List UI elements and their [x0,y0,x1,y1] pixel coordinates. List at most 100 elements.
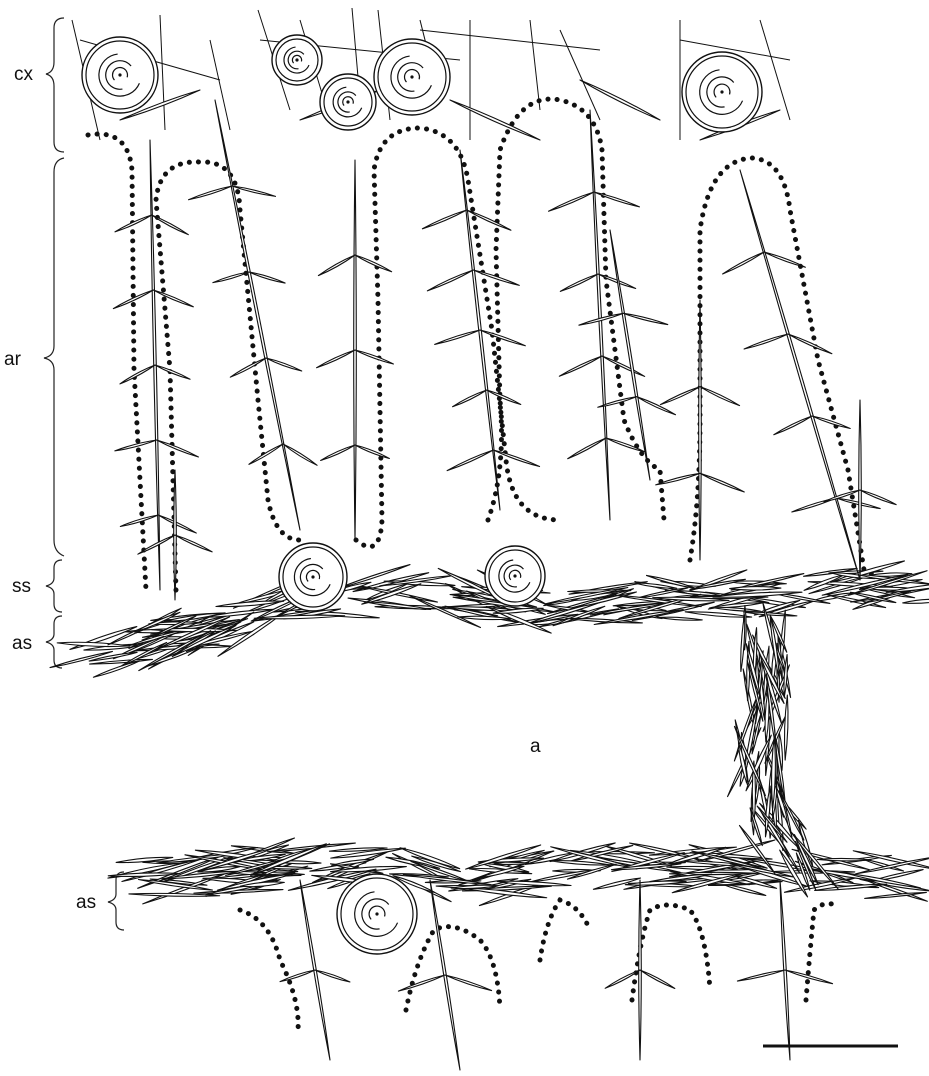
radial-spicule-ray [157,440,199,457]
radial-spicule-ray [249,444,283,464]
radial-spicule-ray [120,515,158,526]
canal-outline-5 [690,158,886,580]
brace-icon [46,560,62,612]
label-as-lower-group: as [76,872,124,930]
radial-spicule-ray [213,272,249,283]
canal-outline-7 [406,927,500,1010]
radial-spicule-ray [660,387,700,405]
radial-spicule-ray [189,186,232,200]
radial-spicule-ray [435,330,480,344]
spicule-section-center [311,575,314,578]
radial-spicule-ray [153,290,193,307]
radial-spicule-ray [700,473,744,492]
radial-spicule-shaft [590,110,610,520]
atrial-spicule [685,612,751,617]
spicule-section [272,35,322,85]
radial-spicule-ray [427,270,473,291]
spicule-section [485,546,545,606]
radial-spicule-ray [120,365,155,384]
cortical-spicule [560,30,600,120]
brace-icon [46,18,64,152]
spicule-section-center [375,912,378,915]
radial-spicule-ray [266,358,302,371]
brace-icon [46,616,62,668]
brace-icon [108,872,124,930]
radial-spicule-ray [836,498,880,509]
radial-spicule-ray [355,350,393,364]
cortical-spicule [450,100,540,140]
radial-spicule-ray [640,970,675,988]
atrial-spicule [817,858,871,860]
label-ss-group: ss [12,560,62,612]
radial-spicule-ray [656,473,700,485]
radial-spicule-ray [723,252,764,274]
radial-spicule-ray [318,255,355,276]
radial-spicule-ray [355,445,389,458]
spicule-section-center [118,73,121,76]
spicule-section-center [720,90,723,93]
radial-spicule-ray [700,387,740,406]
spicule-section-center [295,58,298,61]
radial-spicule-shaft [740,170,860,580]
radial-spicule-ray [315,970,350,982]
label-as-upper-group: as [12,616,62,668]
spicule-section-center [513,574,516,577]
radial-spicule-ray [623,313,667,324]
label-cx-group: cx [14,18,64,152]
radial-spicule-ray [453,390,487,407]
label-ar: ar [4,349,22,370]
label-ss: ss [12,576,31,597]
radial-spicule-ray [155,365,190,379]
radial-spicule-shaft [699,300,702,560]
radial-spicule-ray [447,450,493,471]
radial-spicule-ray [480,330,525,346]
radial-spicule-ray [175,535,212,552]
spicule-section [320,74,376,130]
label-as-upper: as [12,633,32,654]
radial-spicule-ray [249,272,285,283]
radial-spicule-shaft [215,100,300,530]
radial-spicule-ray [283,444,317,465]
radial-spicule-ray [568,438,606,459]
radial-spicule-ray [774,416,812,435]
atrial-spicule [658,617,702,620]
cortical-spicule [580,80,660,120]
radial-spicule-ray [594,192,639,207]
canal-outline-10 [806,904,840,1000]
atrial-skeleton-right-wall [728,603,839,897]
label-cx: cx [14,64,34,85]
radial-spicule-ray [487,390,521,404]
spicule-section-center [346,100,349,103]
atrial-spicule [741,615,745,672]
radial-spicule-ray [115,215,152,232]
atrial-spicule [712,607,761,611]
radial-spicule-ray [812,416,850,428]
spicule-section [682,52,762,132]
radial-spicule-ray [230,358,266,377]
label-a: a [530,736,541,757]
radial-spicule-ray [321,445,355,460]
atrial-spicule [730,587,781,591]
cortical-spicule [760,20,790,120]
radial-spicule-ray [398,975,445,991]
label-as-lower: as [76,892,96,913]
radial-spicule-ray [559,356,602,376]
brace-icon [44,158,64,556]
radial-spicule-ray [138,535,175,554]
radial-spicule-ray [549,192,594,211]
radial-spicule-ray [744,334,788,349]
cortical-spicule [210,40,230,130]
radial-spicule-ray [355,255,392,272]
atrial-spicule [458,616,511,619]
radial-spicule-ray [860,490,896,505]
radial-spicule-ray [422,210,466,229]
canal-outline-6 [240,910,298,1030]
radial-spicule-ray [445,975,492,991]
radial-spicule-ray [737,970,785,981]
spicule-section [374,39,450,115]
atrial-spicule [254,615,345,619]
radial-spicule-ray [158,515,196,533]
atrial-spicule [784,695,788,760]
